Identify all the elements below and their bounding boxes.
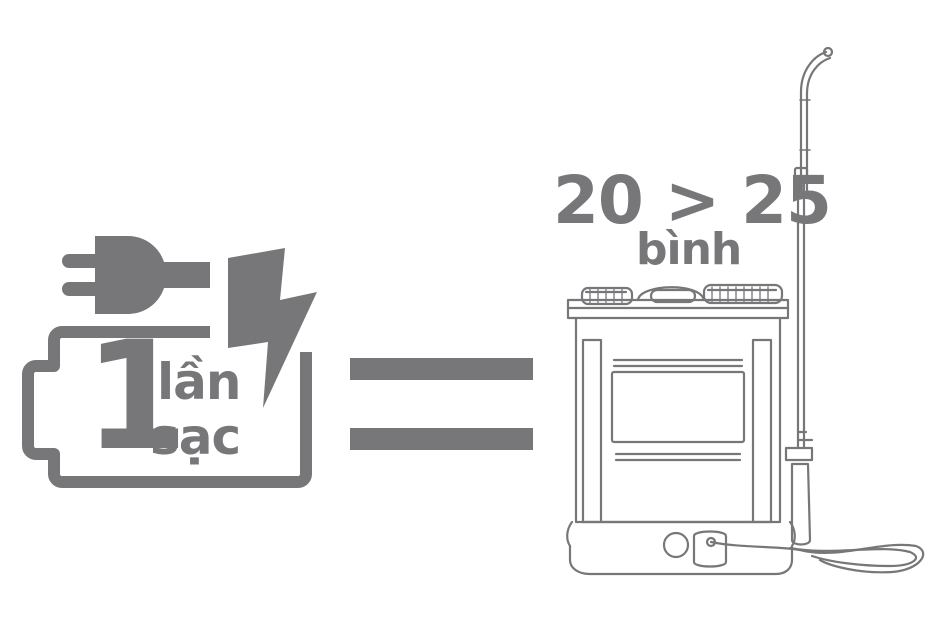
tank-unit-label: bình: [636, 224, 742, 275]
tank-count-range: 20 > 25: [553, 162, 832, 239]
plug-icon: [62, 236, 210, 314]
battery-icon: [22, 326, 312, 488]
backpack-sprayer-icon: [566, 46, 925, 576]
lightning-bolt-icon: [228, 248, 317, 408]
equals-sign-icon: [350, 358, 533, 450]
charge-word-lan: lần: [157, 353, 241, 411]
charge-count: 1: [84, 310, 188, 484]
charge-word-sac: sạc: [150, 408, 241, 466]
